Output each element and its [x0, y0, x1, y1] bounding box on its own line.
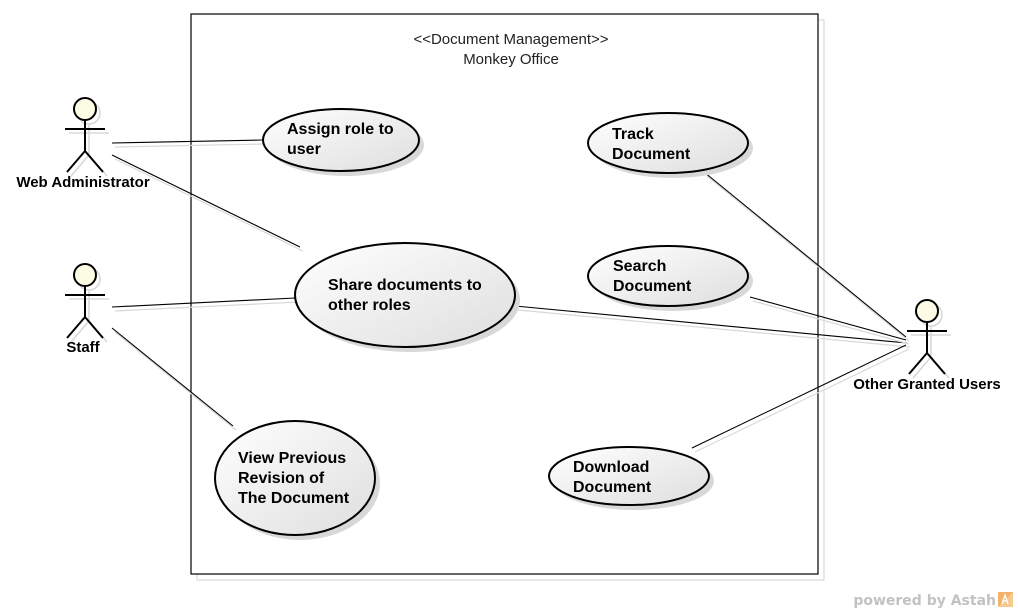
use-case-ellipse	[587, 112, 749, 174]
use-case-ellipse	[294, 242, 516, 348]
actor-label: Web Administrator	[16, 174, 150, 191]
actor-web-administrator[interactable]: Web Administrator	[16, 97, 150, 191]
use-case-ellipse	[214, 420, 376, 536]
association-staff-share-documents	[111, 297, 299, 312]
use-case-label-line: Search	[613, 258, 666, 275]
actor-label: Other Granted Users	[853, 376, 1001, 393]
use-case-label-line: Document	[613, 278, 692, 295]
use-case-label-line: View Previous	[238, 450, 346, 467]
associations	[111, 139, 911, 453]
stick-figure-icon	[65, 263, 109, 343]
association-other-granted-users-track-document	[703, 171, 910, 342]
association-staff-view-previous-revision	[111, 327, 237, 431]
use-case-label-line: Download	[573, 459, 649, 476]
stick-figure-icon	[65, 97, 109, 177]
actor-label: Staff	[66, 339, 100, 356]
use-case-share-documents[interactable]: Share documents to other roles	[294, 242, 520, 352]
use-case-label-line: Share documents to	[328, 277, 482, 294]
use-case-label-line: Document	[612, 146, 691, 163]
association-other-granted-users-download-document	[691, 344, 910, 453]
astah-watermark: powered by Astah	[853, 592, 1013, 609]
actor-staff[interactable]: Staff	[65, 263, 109, 356]
stick-figure-icon	[907, 299, 951, 379]
association-other-granted-users-search-document	[749, 296, 910, 345]
actor-other-granted-users[interactable]: Other Granted Users	[853, 299, 1001, 393]
system-name: Monkey Office	[463, 51, 559, 68]
watermark-text: powered by Astah	[853, 593, 996, 609]
association-web-administrator-assign-role	[111, 139, 266, 148]
use-case-label-line: Revision of	[238, 470, 325, 487]
use-case-ellipse	[587, 245, 749, 307]
use-case-label-line: other roles	[328, 297, 411, 314]
use-case-label-line: The Document	[238, 490, 350, 507]
use-case-ellipse	[548, 446, 710, 506]
astah-logo-icon	[998, 592, 1013, 607]
use-case-label-line: Assign role to	[287, 121, 394, 138]
system-stereotype: <<Document Management>>	[413, 31, 608, 48]
use-case-ellipse	[262, 108, 420, 172]
use-case-label-line: user	[287, 141, 321, 158]
use-case-label-line: Document	[573, 479, 652, 496]
association-other-granted-users-share-documents	[514, 305, 911, 348]
use-case-label-line: Track	[612, 126, 654, 143]
use-case-assign-role[interactable]: Assign role to user	[262, 108, 424, 176]
association-web-administrator-share-documents	[111, 154, 304, 252]
